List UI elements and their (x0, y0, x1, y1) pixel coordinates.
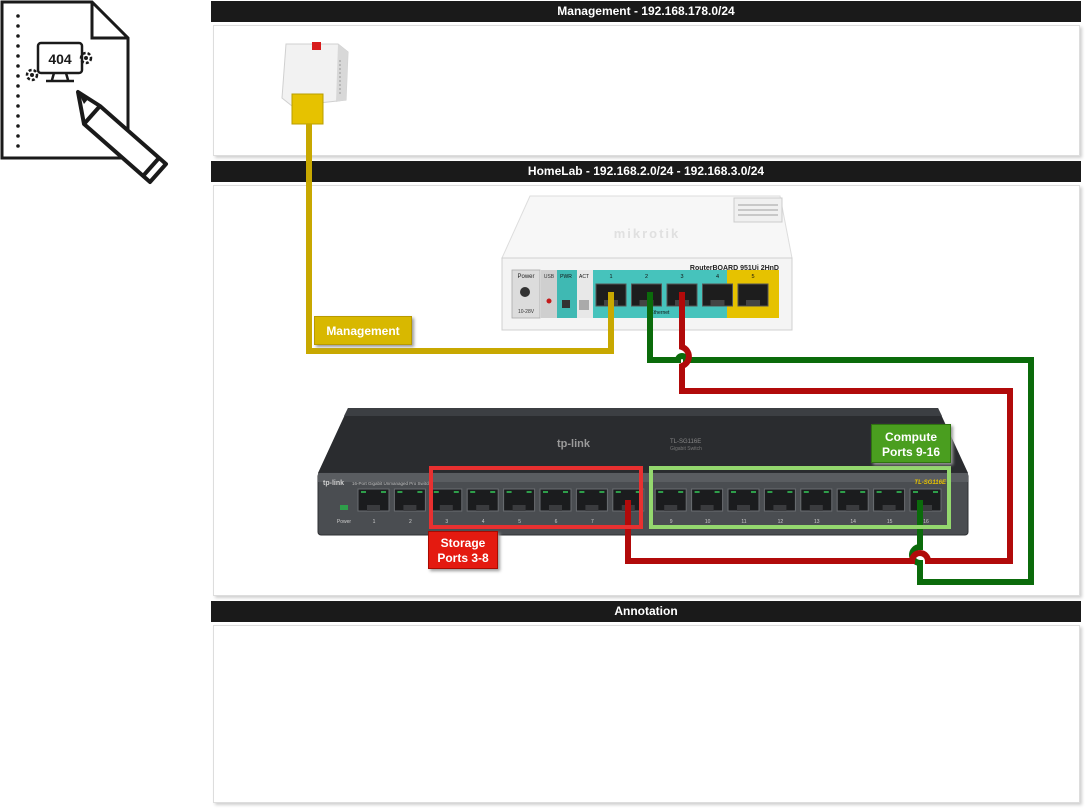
storage-label: Storage Ports 3-8 (428, 531, 498, 569)
storage-label-title: Storage (440, 536, 486, 550)
compute-label-title: Compute (885, 430, 937, 444)
switch-model-tag: TL-SG116E (914, 480, 947, 486)
switch-port-6: 6 (539, 488, 572, 525)
storage-ports-frame (429, 466, 643, 529)
router-port-4: 4 (702, 274, 733, 307)
router-port-number: 4 (716, 274, 719, 280)
compute-uplink-cable (647, 292, 1034, 585)
router-port-number: 5 (751, 274, 754, 280)
router-pwr-led-label: PWR (560, 274, 572, 280)
switch-port-number: 9 (670, 519, 673, 525)
switch-port-number: 10 (705, 519, 711, 525)
router-port-2: 2 (631, 274, 662, 307)
switch-port-12: 12 (763, 488, 796, 525)
router-brand-text: mikrotik (614, 226, 681, 241)
switch-port-number: 13 (814, 519, 820, 525)
router-voltage-label: 10-28V (518, 309, 535, 315)
switch-top-model: TL-SG116E (670, 439, 701, 445)
switch-port-number: 1 (373, 519, 376, 525)
management-label: Management (314, 316, 412, 345)
router-power-jack (520, 287, 530, 297)
gear-icon (25, 51, 93, 82)
switch-port-number: 16 (923, 519, 929, 525)
compute-label: Compute Ports 9-16 (871, 424, 951, 463)
switch-port-14: 14 (836, 488, 869, 525)
homelab-section-header: HomeLab - 192.168.2.0/24 - 192.168.3.0/2… (211, 161, 1081, 182)
compute-ports-frame (649, 466, 951, 529)
switch-port-5: 5 (503, 488, 536, 525)
switch-port-15: 15 (873, 488, 906, 525)
router-usb-label: USB (544, 274, 555, 280)
binder-dots-icon (16, 14, 20, 148)
switch-port-1: 1 (357, 488, 390, 525)
annotation-section-header: Annotation (211, 601, 1081, 622)
switch-top-brand: tp-link (557, 438, 591, 450)
router-act-led-label: ACT (579, 274, 589, 280)
router-port-5: 5 (737, 274, 769, 307)
error-code-text: 404 (48, 51, 72, 67)
storage-label-ports: Ports 3-8 (437, 551, 489, 565)
switch-port-number: 4 (482, 519, 485, 525)
switch-port-number: 3 (445, 519, 448, 525)
router-model-text: RouterBOARD 951Ui 2HnD (690, 265, 779, 272)
repeater-port (291, 93, 324, 125)
pencil-icon (76, 90, 168, 184)
monitor-icon: 404 (36, 41, 84, 83)
router-ethernet-label: Ethernet (651, 310, 671, 316)
switch-power-led (340, 505, 348, 510)
switch-port-number: 15 (887, 519, 893, 525)
compute-label-ports: Ports 9-16 (881, 445, 941, 459)
storage-uplink-cable (625, 292, 1013, 564)
router-power-label: Power (517, 274, 534, 280)
switch-port-4: 4 (466, 488, 499, 525)
switch-top-desc: Gigabit Switch (670, 446, 702, 452)
switch-front-desc: 16-Port Gigabit Unmanaged Pro Switch (352, 481, 431, 486)
switch-port-13: 13 (800, 488, 833, 525)
switch-port-2: 2 (393, 488, 426, 525)
switch-port-number: 2 (409, 519, 412, 525)
fritz-repeater-device (281, 42, 349, 125)
switch-front-brand: tp-link (323, 480, 344, 487)
switch-port-7: 7 (575, 488, 608, 525)
switch-port-number: 12 (778, 519, 784, 525)
switch-port-number: 6 (555, 519, 558, 525)
error-404-logo: 404 (0, 0, 168, 184)
switch-power-label: Power (337, 519, 352, 525)
router-port-number: 2 (645, 274, 648, 280)
switch-port-11: 11 (727, 488, 760, 525)
switch-port-9: 9 (654, 488, 687, 525)
repeater-led (312, 42, 321, 50)
management-cable (306, 124, 614, 354)
annotation-section-panel (213, 625, 1080, 803)
switch-port-number: 14 (850, 519, 856, 525)
management-section-header: Management - 192.168.178.0/24 (211, 1, 1081, 22)
management-section-panel (213, 25, 1080, 156)
switch-port-number: 5 (518, 519, 521, 525)
switch-port-10: 10 (691, 488, 724, 525)
switch-port-number: 11 (741, 519, 746, 525)
router-port-number: 1 (609, 274, 612, 280)
switch-port-number: 7 (591, 519, 594, 525)
router-port-number: 3 (680, 274, 683, 280)
